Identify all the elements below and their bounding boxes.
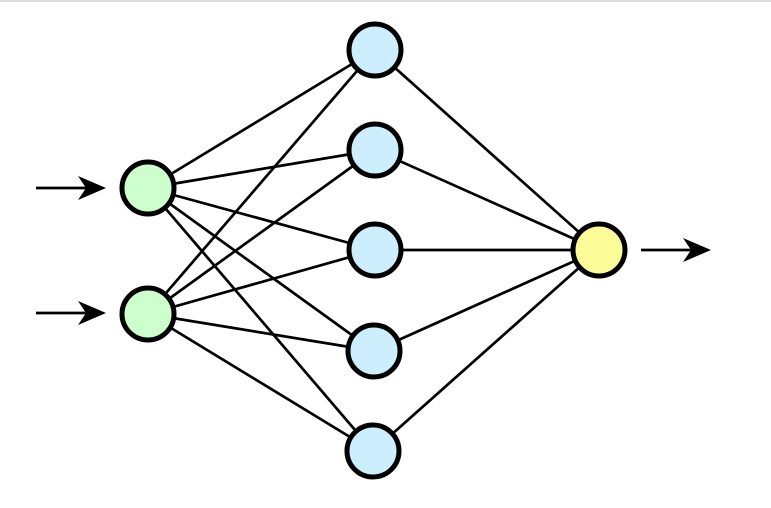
edge-i2-h3 [147, 248, 376, 316]
hidden-node-h2 [346, 121, 404, 179]
top-border-rule [0, 0, 771, 2]
edge-h2-o1 [374, 148, 600, 252]
output-arrow-head [683, 238, 711, 262]
input-arrow-1-head [78, 176, 106, 200]
edge-i1-h3 [147, 186, 376, 252]
edge-i1-h5 [146, 187, 375, 452]
edge-i2-h1 [146, 49, 377, 315]
input-node-i1 [119, 159, 177, 217]
input-arrow-1 [36, 176, 106, 200]
edge-i1-h4 [147, 186, 375, 353]
edge-i2-h5 [147, 312, 374, 453]
hidden-node-h5 [344, 422, 402, 480]
edge-i1-h2 [147, 148, 376, 190]
edge-i2-h4 [147, 312, 375, 353]
edge-i2-h2 [147, 148, 376, 316]
hidden-node-h4 [345, 322, 403, 380]
edge-h4-o1 [373, 248, 600, 353]
edge-h5-o1 [372, 248, 600, 453]
edge-h1-o1 [374, 48, 600, 252]
edge-i1-h1 [147, 48, 376, 190]
hidden-node-h1 [346, 21, 404, 79]
input-arrow-2 [36, 301, 106, 325]
output-arrow [641, 238, 711, 262]
input-arrow-2-head [78, 301, 106, 325]
output-node-o1 [570, 221, 628, 279]
hidden-node-h3 [346, 221, 404, 279]
input-node-i2 [119, 285, 177, 343]
